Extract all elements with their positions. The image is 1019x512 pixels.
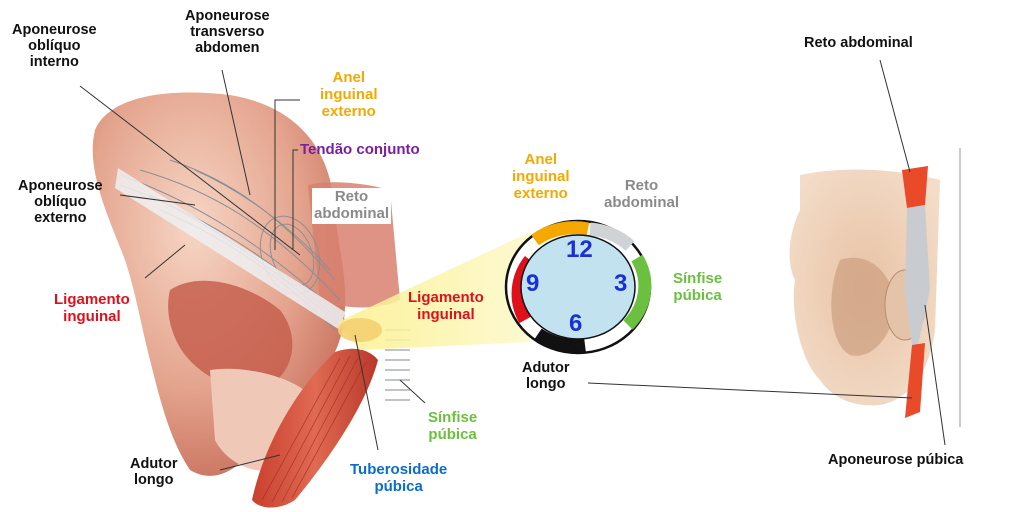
label-adutor-longo-clock: Adutor longo: [522, 360, 570, 392]
label-line: longo: [526, 376, 566, 393]
segment-sinfise: [623, 254, 652, 330]
label-line: Adutor: [130, 456, 178, 472]
label-line: oblíquo: [28, 38, 81, 55]
segment-adutor: [534, 328, 586, 352]
label-reto-abdominal-right: Reto abdominal: [804, 35, 913, 51]
label-line: longo: [134, 472, 174, 489]
label-tendao-conjunto: Tendão conjunto: [300, 141, 420, 158]
label-line: Sínfise: [673, 270, 723, 287]
label-line: Ligamento: [408, 289, 484, 306]
label-sinfise-pubica-left: Sínfise púbica: [428, 409, 478, 444]
right-pelvis-drawing: [789, 148, 961, 427]
label-line: transverso: [190, 24, 265, 41]
label-line: inguinal: [63, 307, 121, 325]
clock-number-3: 3: [614, 270, 628, 297]
label-line: púbica: [428, 425, 477, 443]
label-reto-abdominal-left: Reto abdominal: [312, 188, 392, 224]
label-reto-abdominal-clock: Reto abdominal: [604, 177, 680, 212]
label-line: externo: [321, 102, 376, 120]
label-line: Aponeurose: [12, 22, 97, 38]
label-line: inguinal: [512, 167, 570, 185]
segment-reto-abdominal: [589, 222, 635, 251]
clock-diagram: [504, 219, 652, 355]
label-line: púbica: [673, 286, 722, 304]
clock-number-9: 9: [526, 270, 540, 297]
leader-lines: [79, 59, 946, 471]
label-line: interno: [29, 54, 79, 71]
label-line: Sínfise: [428, 409, 478, 426]
obturator-region: [168, 280, 293, 389]
label-line: Adutor: [522, 360, 570, 376]
label-line: abdominal: [604, 193, 680, 211]
label-tuberosidade-pubica: Tuberosidade púbica: [350, 461, 448, 496]
label-adutor-longo-left: Adutor longo: [130, 456, 178, 488]
label-line: Ligamento: [54, 291, 130, 308]
label-ligamento-inguinal-left: Ligamento inguinal: [54, 291, 130, 326]
label-anel-inguinal-externo: Anel inguinal externo: [320, 69, 378, 120]
clock-number-12: 12: [566, 236, 593, 263]
label-aponeurose-obliquo-externo: Aponeurose oblíquo externo: [18, 178, 103, 227]
pubic-tubercle-highlight: [338, 318, 382, 342]
label-line: externo: [34, 210, 87, 227]
label-line: inguinal: [417, 305, 475, 323]
segment-anel-inguinal: [531, 221, 590, 246]
pubic-aponeurosis-band: [905, 205, 930, 345]
label-line: Aponeurose: [185, 8, 270, 24]
label-line: Tuberosidade: [350, 461, 448, 478]
magnifier-beam: [338, 232, 530, 350]
adductor-fibers: [261, 355, 367, 503]
clock-face: [520, 234, 636, 340]
clock-number-6: 6: [569, 310, 583, 337]
label-line: Aponeurose: [18, 178, 103, 194]
label-line: abdominal: [314, 204, 390, 222]
label-aponeurose-transverso-abdomen: Aponeurose transverso abdomen: [185, 8, 270, 57]
label-line: púbica: [374, 477, 423, 495]
label-sinfise-pubica-clock: Sínfise púbica: [673, 270, 723, 305]
label-line: externo: [513, 184, 568, 202]
label-line: Anel: [524, 151, 557, 168]
label-aponeurose-obliquo-interno: Aponeurose oblíquo interno: [12, 22, 97, 71]
inguinal-ligament-band: [115, 168, 345, 330]
label-line: Reto: [334, 188, 369, 205]
label-line: Reto: [624, 177, 659, 194]
label-line: inguinal: [320, 85, 378, 103]
label-ligamento-inguinal-clock: Ligamento inguinal: [408, 289, 484, 324]
rectus-abdominis-right: [902, 166, 928, 208]
adductor-longus-muscle: [252, 348, 378, 508]
obturator-right: [831, 257, 895, 356]
label-line: oblíquo: [34, 194, 87, 211]
label-anel-inguinal-externo-clock: Anel inguinal externo: [512, 151, 570, 202]
adductor-right: [905, 343, 925, 418]
label-line: Anel: [332, 69, 365, 86]
label-aponeurose-pubica: Aponeurose púbica: [828, 452, 964, 468]
label-line: abdomen: [195, 40, 260, 57]
